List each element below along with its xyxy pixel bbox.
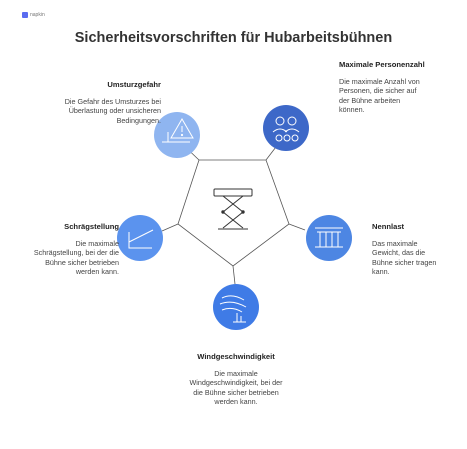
- slope-icon: [128, 229, 154, 249]
- node-label-umsturzgefahr: Umsturzgefahr Die Gefahr des Umsturzes b…: [60, 80, 161, 125]
- connector-schraeg: [161, 223, 179, 232]
- brand-logo-text: napkin: [30, 12, 45, 18]
- people-group-icon: [272, 116, 300, 142]
- connector-nennlast: [288, 223, 306, 231]
- scissor-lift-icon: [213, 188, 253, 230]
- node-label-nennlast: Nennlast Das maximale Gewicht, das die B…: [372, 222, 440, 277]
- warning-triangle-icon: [162, 118, 194, 143]
- page-title: Sicherheitsvorschriften für Hubarbeitsbü…: [74, 30, 393, 46]
- node-text-personenzahl: Die maximale Anzahl von Personen, die si…: [339, 76, 420, 115]
- node-text-nennlast: Das maximale Gewicht, das die Bühne sich…: [372, 238, 437, 277]
- node-text-schraegstellung: Die maximale Schrägstellung, bei der die…: [33, 238, 119, 277]
- node-text-wind: Die maximale Windgeschwindigkeit, bei de…: [189, 368, 283, 407]
- central-pentagon: [177, 159, 290, 267]
- connector-lines: [161, 140, 306, 285]
- node-label-personenzahl: Maximale Personenzahl Die maximale Anzah…: [339, 60, 427, 115]
- node-circle-nennlast: [306, 215, 352, 261]
- wind-icon: [219, 295, 247, 323]
- brand-logo-mark: [22, 12, 28, 18]
- load-platform-icon: [315, 227, 343, 248]
- node-label-schraegstellung: Schrägstellung Die maximale Schrägstellu…: [25, 222, 119, 277]
- node-heading-nennlast: Nennlast: [372, 222, 405, 231]
- node-heading-schraegstellung: Schrägstellung: [64, 222, 119, 231]
- node-label-wind: Windgeschwindigkeit Die maximale Windges…: [186, 352, 286, 407]
- node-heading-wind: Windgeschwindigkeit: [197, 352, 275, 361]
- node-circle-schraegstellung: [117, 215, 163, 261]
- node-heading-umsturzgefahr: Umsturzgefahr: [107, 80, 161, 89]
- node-circle-personenzahl: [263, 105, 309, 151]
- brand-logo: napkin: [22, 12, 45, 18]
- connector-wind: [232, 265, 236, 285]
- node-circle-wind: [213, 284, 259, 330]
- node-text-umsturzgefahr: Die Gefahr des Umsturzes bei Überlastung…: [64, 96, 161, 125]
- node-circle-umsturzgefahr: [154, 112, 200, 158]
- node-heading-personenzahl: Maximale Personenzahl: [339, 60, 425, 69]
